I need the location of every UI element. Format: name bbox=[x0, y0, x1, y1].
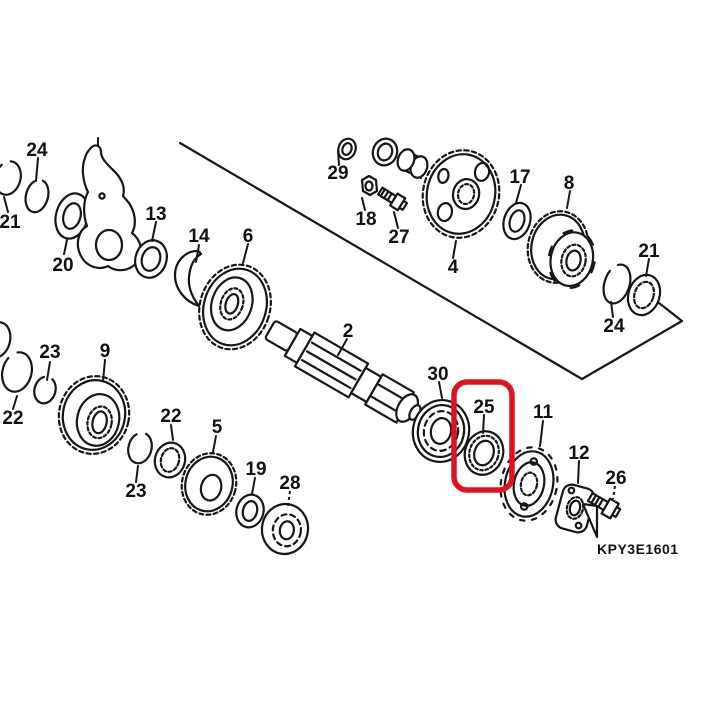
part-sprocket-11 bbox=[499, 446, 559, 522]
pointer-triangle bbox=[581, 502, 599, 539]
part-label: 9 bbox=[100, 341, 111, 362]
part-label: 20 bbox=[52, 255, 73, 276]
part-circlip-23-upper bbox=[33, 375, 57, 405]
leader-line bbox=[539, 420, 544, 447]
leader-line bbox=[566, 190, 571, 209]
part-washer-22-mid bbox=[153, 441, 187, 479]
part-gear-5 bbox=[180, 452, 238, 516]
leader-line bbox=[438, 381, 443, 399]
part-label: 23 bbox=[125, 481, 146, 502]
leader-line bbox=[102, 359, 106, 382]
leader-line bbox=[393, 211, 399, 229]
highlight-box-part-25 bbox=[451, 379, 515, 493]
part-label: 26 bbox=[605, 468, 626, 489]
part-label: 6 bbox=[243, 226, 254, 247]
part-gear-6 bbox=[198, 263, 272, 351]
part-washer-19 bbox=[235, 493, 265, 529]
leader-line bbox=[361, 197, 366, 211]
leader-line bbox=[612, 485, 616, 500]
part-label: 18 bbox=[355, 209, 376, 230]
part-label: 17 bbox=[509, 167, 530, 188]
part-gear-4 bbox=[421, 149, 501, 239]
part-washers-29 bbox=[337, 137, 429, 180]
leader-line bbox=[610, 301, 614, 318]
part-circlip-23-lower bbox=[127, 431, 153, 465]
axis-line bbox=[178, 141, 684, 381]
leader-line bbox=[251, 477, 256, 495]
part-bearing-28 bbox=[260, 502, 310, 556]
part-label: 22 bbox=[2, 408, 23, 429]
part-mainshaft-2 bbox=[264, 320, 422, 424]
part-label: 8 bbox=[564, 173, 575, 194]
leader-line bbox=[645, 258, 650, 277]
part-label: 5 bbox=[212, 417, 223, 438]
part-label: 13 bbox=[145, 204, 166, 225]
leader-line bbox=[515, 184, 522, 204]
part-label: 27 bbox=[388, 227, 409, 248]
leader-line bbox=[577, 460, 580, 484]
part-label: 24 bbox=[603, 316, 625, 337]
part-shift-fork bbox=[76, 144, 143, 272]
part-label: 11 bbox=[533, 402, 554, 423]
part-circlip-24-left bbox=[24, 178, 50, 214]
part-label: 30 bbox=[427, 364, 448, 385]
part-label: 23 bbox=[39, 342, 60, 363]
part-fixing-plate-12 bbox=[554, 483, 599, 539]
part-edge-ring bbox=[0, 321, 12, 359]
part-bolt-26 bbox=[586, 492, 622, 520]
leader-line bbox=[337, 338, 348, 356]
leader-line bbox=[170, 424, 174, 441]
part-washer-21-right bbox=[626, 273, 662, 317]
part-label: 24 bbox=[26, 140, 48, 161]
part-bolt-27 bbox=[377, 186, 409, 212]
part-label: 25 bbox=[473, 397, 495, 418]
part-label: 19 bbox=[245, 459, 266, 480]
leader-line bbox=[63, 239, 68, 255]
part-circlip-21-left bbox=[0, 160, 22, 196]
part-circlip-22-left bbox=[0, 351, 34, 393]
part-label: 4 bbox=[448, 257, 459, 278]
leader-line bbox=[12, 395, 18, 410]
part-gear-9 bbox=[57, 375, 131, 455]
part-washer-17 bbox=[502, 201, 532, 241]
leader-line bbox=[482, 414, 485, 434]
part-seal-25 bbox=[463, 430, 505, 476]
part-label: 28 bbox=[279, 473, 300, 494]
leader-line bbox=[135, 465, 139, 483]
part-label: 21 bbox=[638, 241, 660, 262]
part-label: 21 bbox=[0, 212, 21, 233]
leader-line bbox=[287, 490, 291, 507]
leader-line bbox=[35, 157, 39, 182]
leader-line bbox=[151, 221, 157, 242]
leader-line bbox=[337, 150, 340, 166]
part-nut-18 bbox=[360, 174, 379, 197]
leader-line bbox=[195, 244, 200, 263]
leader-line bbox=[3, 196, 9, 213]
part-gear-8 bbox=[526, 210, 597, 289]
leader-line bbox=[46, 361, 51, 381]
diagram-code: KPY3E1601 bbox=[597, 541, 679, 557]
part-label: 29 bbox=[327, 163, 348, 184]
part-label: 14 bbox=[188, 226, 210, 247]
part-label: 2 bbox=[343, 321, 354, 342]
part-label: 12 bbox=[568, 443, 589, 464]
leader-line bbox=[242, 243, 249, 264]
leader-line bbox=[452, 240, 457, 259]
part-label: 22 bbox=[160, 406, 181, 427]
part-clip-14 bbox=[173, 249, 203, 308]
part-seal-13 bbox=[134, 239, 168, 279]
leader-line bbox=[212, 435, 217, 453]
